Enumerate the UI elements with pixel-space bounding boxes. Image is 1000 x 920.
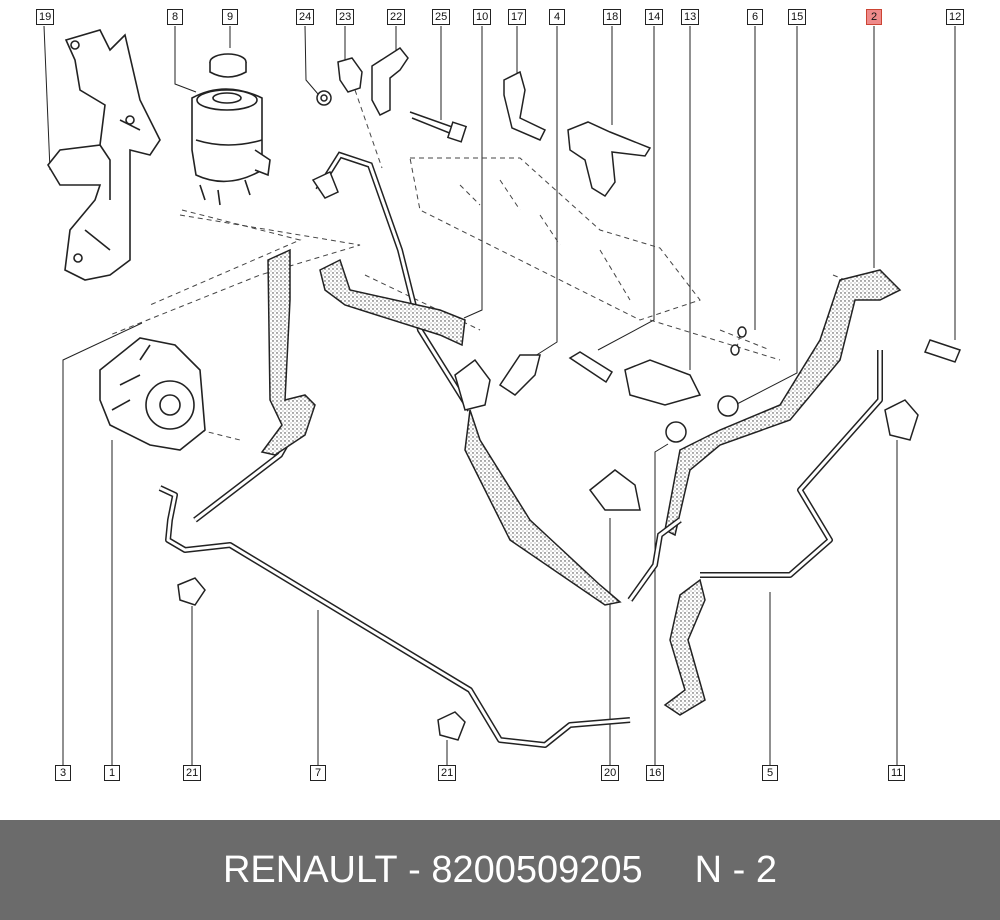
callout-19: 19 [36,9,55,25]
callout-1: 1 [104,765,120,781]
callout-7: 7 [310,765,326,781]
brand-name: RENAULT [222,848,398,891]
callout-21-left: 21 [183,765,202,781]
callout-20: 20 [601,765,620,781]
callout-14: 14 [645,9,664,25]
power-steering-exploded-diagram [43,25,962,765]
callout-10: 10 [473,9,492,25]
separator: - [408,848,421,891]
callout-11: 11 [888,765,906,781]
callout-4: 4 [549,9,565,25]
callout-12: 12 [946,9,965,25]
callout-3: 3 [55,765,71,781]
callout-17: 17 [508,9,527,25]
callout-9: 9 [222,9,238,25]
callout-18: 18 [603,9,622,25]
callout-15: 15 [788,9,807,25]
callout-5: 5 [762,765,778,781]
callout-16: 16 [646,765,665,781]
callout-8: 8 [167,9,183,25]
part-footer-banner: RENAULT - 8200509205 N - 2 [0,820,1000,920]
callout-2-highlighted: 2 [866,9,882,25]
callout-6: 6 [747,9,763,25]
callout-23: 23 [336,9,355,25]
callout-24: 24 [296,9,315,25]
part-number: 8200509205 [431,848,643,891]
callout-21-right: 21 [438,765,457,781]
callout-22: 22 [387,9,406,25]
callout-13: 13 [681,9,700,25]
callout-25: 25 [432,9,451,25]
diagram-position: N - 2 [694,848,778,891]
